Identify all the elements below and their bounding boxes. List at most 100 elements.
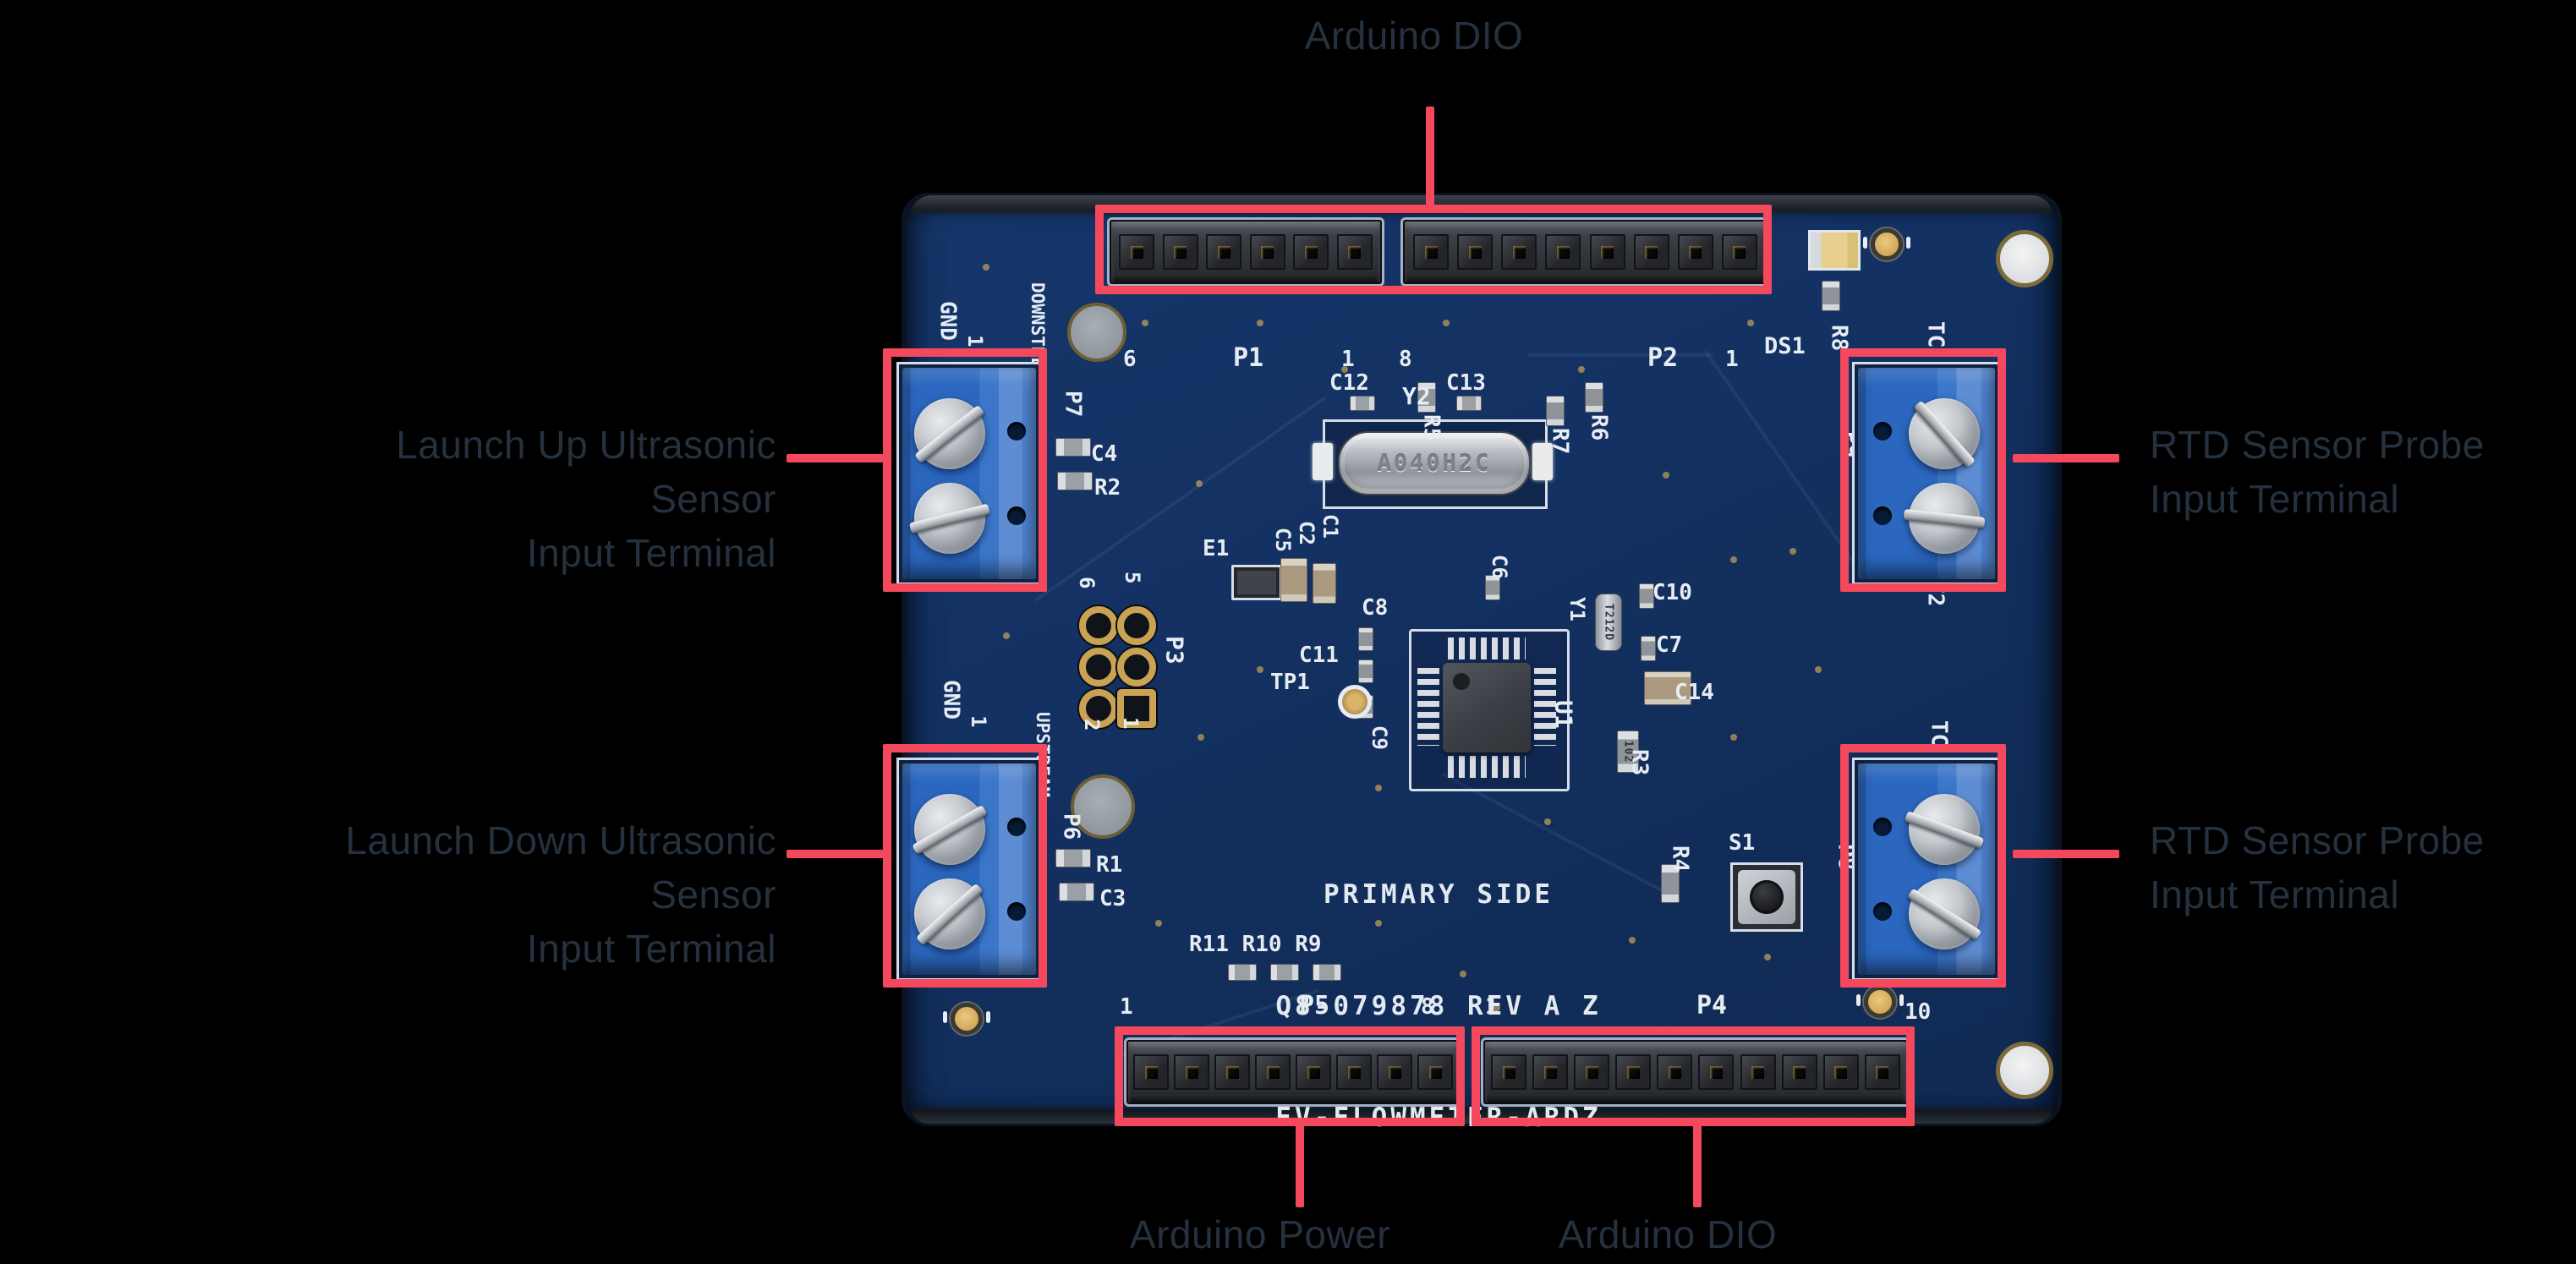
silkscreen-1: 1 [1120, 994, 1133, 1020]
via-dot [1003, 632, 1010, 639]
pin-socket [1377, 1054, 1412, 1090]
silkscreen-r2: R2 [1094, 475, 1121, 501]
solder-pad [1313, 443, 1333, 480]
silkscreen-8: 8 [1399, 347, 1412, 372]
pin-socket [1698, 1054, 1735, 1090]
header-p1 [1110, 220, 1382, 284]
callout-line2: Input Terminal [2150, 477, 2400, 521]
via-dot [1460, 971, 1466, 977]
callout-arduino-dio-bottom: Arduino DIO [1499, 1207, 1837, 1261]
component [1417, 382, 1436, 413]
led-ds1 [1808, 230, 1861, 271]
pin-socket [1133, 1054, 1169, 1090]
highlight-box-arduino-dio-bottom [1472, 1026, 1915, 1126]
highlight-box-arduino-power [1115, 1026, 1465, 1126]
callout-rtd-bottom: RTD Sensor Probe Input Terminal [2150, 813, 2576, 922]
via-dot [1494, 1004, 1500, 1011]
component [1585, 382, 1603, 413]
silkscreen-c14: C14 [1674, 680, 1714, 705]
silkscreen-r8: R8 [1826, 325, 1852, 352]
component [1313, 563, 1336, 604]
silkscreen-c12: C12 [1329, 370, 1369, 396]
terminal-wire-hole [1007, 506, 1026, 525]
silkscreen-p6: P6 [1058, 813, 1084, 840]
via-dot [1443, 320, 1450, 326]
component [1313, 964, 1341, 981]
header-p4 [1483, 1040, 1908, 1104]
silkscreen-r3: R3 [1626, 749, 1652, 776]
pin-socket [1293, 234, 1329, 270]
silkscreen-c11: C11 [1299, 643, 1339, 668]
silkscreen-1: 1 [963, 335, 988, 347]
silkscreen-c10: C10 [1652, 580, 1692, 605]
callout-line-top [1426, 107, 1434, 210]
via-dot [1730, 734, 1737, 741]
plated-hole [943, 1003, 990, 1035]
component [1280, 558, 1307, 602]
push-button-s1 [1730, 862, 1803, 932]
plated-hole [1863, 228, 1910, 260]
callout-label: Arduino DIO [1558, 1212, 1778, 1256]
component [1055, 849, 1091, 867]
pin-socket [1677, 234, 1713, 270]
silkscreen-c6: C6 [1488, 555, 1512, 579]
silkscreen-r6: R6 [1586, 414, 1612, 441]
p3-through-hole [1079, 689, 1118, 728]
via-dot [1257, 666, 1263, 673]
terminal-wire-hole [1873, 506, 1892, 525]
silkscreen-p1: P1 [1233, 343, 1264, 373]
silkscreen-tp1: TP1 [1270, 670, 1310, 695]
callout-label: Arduino DIO [1304, 14, 1524, 57]
terminal-wire-hole [1873, 818, 1892, 836]
pin-socket [1615, 1054, 1652, 1090]
component [1639, 583, 1654, 609]
silkscreen-r4: R4 [1667, 845, 1693, 873]
silkscreen-primary-side: PRIMARY SIDE [1324, 879, 1554, 910]
silkscreen-c1: C1 [1318, 514, 1343, 539]
via-dot [1198, 734, 1204, 741]
silkscreen-r11-r10-r9: R11 R10 R9 [1189, 932, 1322, 957]
silkscreen-ds1: DS1 [1764, 333, 1806, 359]
callout-line-left-bottom [787, 850, 891, 858]
highlight-box-rtd-top [1840, 348, 2006, 592]
callout-line-right-top [2013, 454, 2119, 462]
terminal-screw [1904, 794, 1985, 865]
highlight-box-launch-down [883, 744, 1047, 988]
component [1231, 565, 1282, 600]
silkscreen-1: 1 [1725, 347, 1739, 372]
terminal-block-rtd-top [1852, 362, 2001, 585]
callout-line-bottom-left [1296, 1124, 1304, 1207]
silkscreen-tc: TC [1922, 321, 1948, 348]
via-dot [1196, 480, 1203, 487]
p3-through-hole [1079, 648, 1118, 687]
callout-line1: Launch Down Ultrasonic Sensor [345, 818, 776, 917]
callout-line-right-bottom [2013, 850, 2119, 858]
via-dot [1789, 548, 1796, 555]
p3-through-hole [1079, 606, 1118, 645]
component: T212D [1595, 594, 1622, 651]
via-dot [1578, 366, 1585, 373]
silkscreen-y2: Y2 [1402, 382, 1431, 410]
pin-socket [1589, 234, 1625, 270]
silkscreen-c9: C9 [1367, 725, 1392, 750]
component [1358, 659, 1373, 683]
via-dot [1629, 937, 1636, 944]
terminal-wire-hole [1007, 818, 1026, 836]
p3-through-hole [1117, 648, 1156, 687]
pin-socket [1781, 1054, 1817, 1090]
via-dot [1375, 785, 1382, 791]
header-p5 [1126, 1040, 1460, 1104]
silkscreen-p4: P4 [1696, 991, 1728, 1021]
mcu-pins [1534, 668, 1556, 746]
p3-through-hole [1117, 606, 1156, 645]
terminal-screw [914, 398, 985, 469]
via-dot [1764, 954, 1771, 960]
callout-launch-down: Launch Down Ultrasonic Sensor Input Term… [288, 813, 776, 976]
pin-socket [1413, 234, 1450, 270]
component [1350, 396, 1375, 411]
callout-arduino-power: Arduino Power [1091, 1207, 1429, 1261]
pin-socket [1174, 1054, 1209, 1090]
pin-socket [1740, 1054, 1776, 1090]
silkscreen-p7: P7 [1060, 391, 1086, 418]
component [1270, 964, 1299, 981]
